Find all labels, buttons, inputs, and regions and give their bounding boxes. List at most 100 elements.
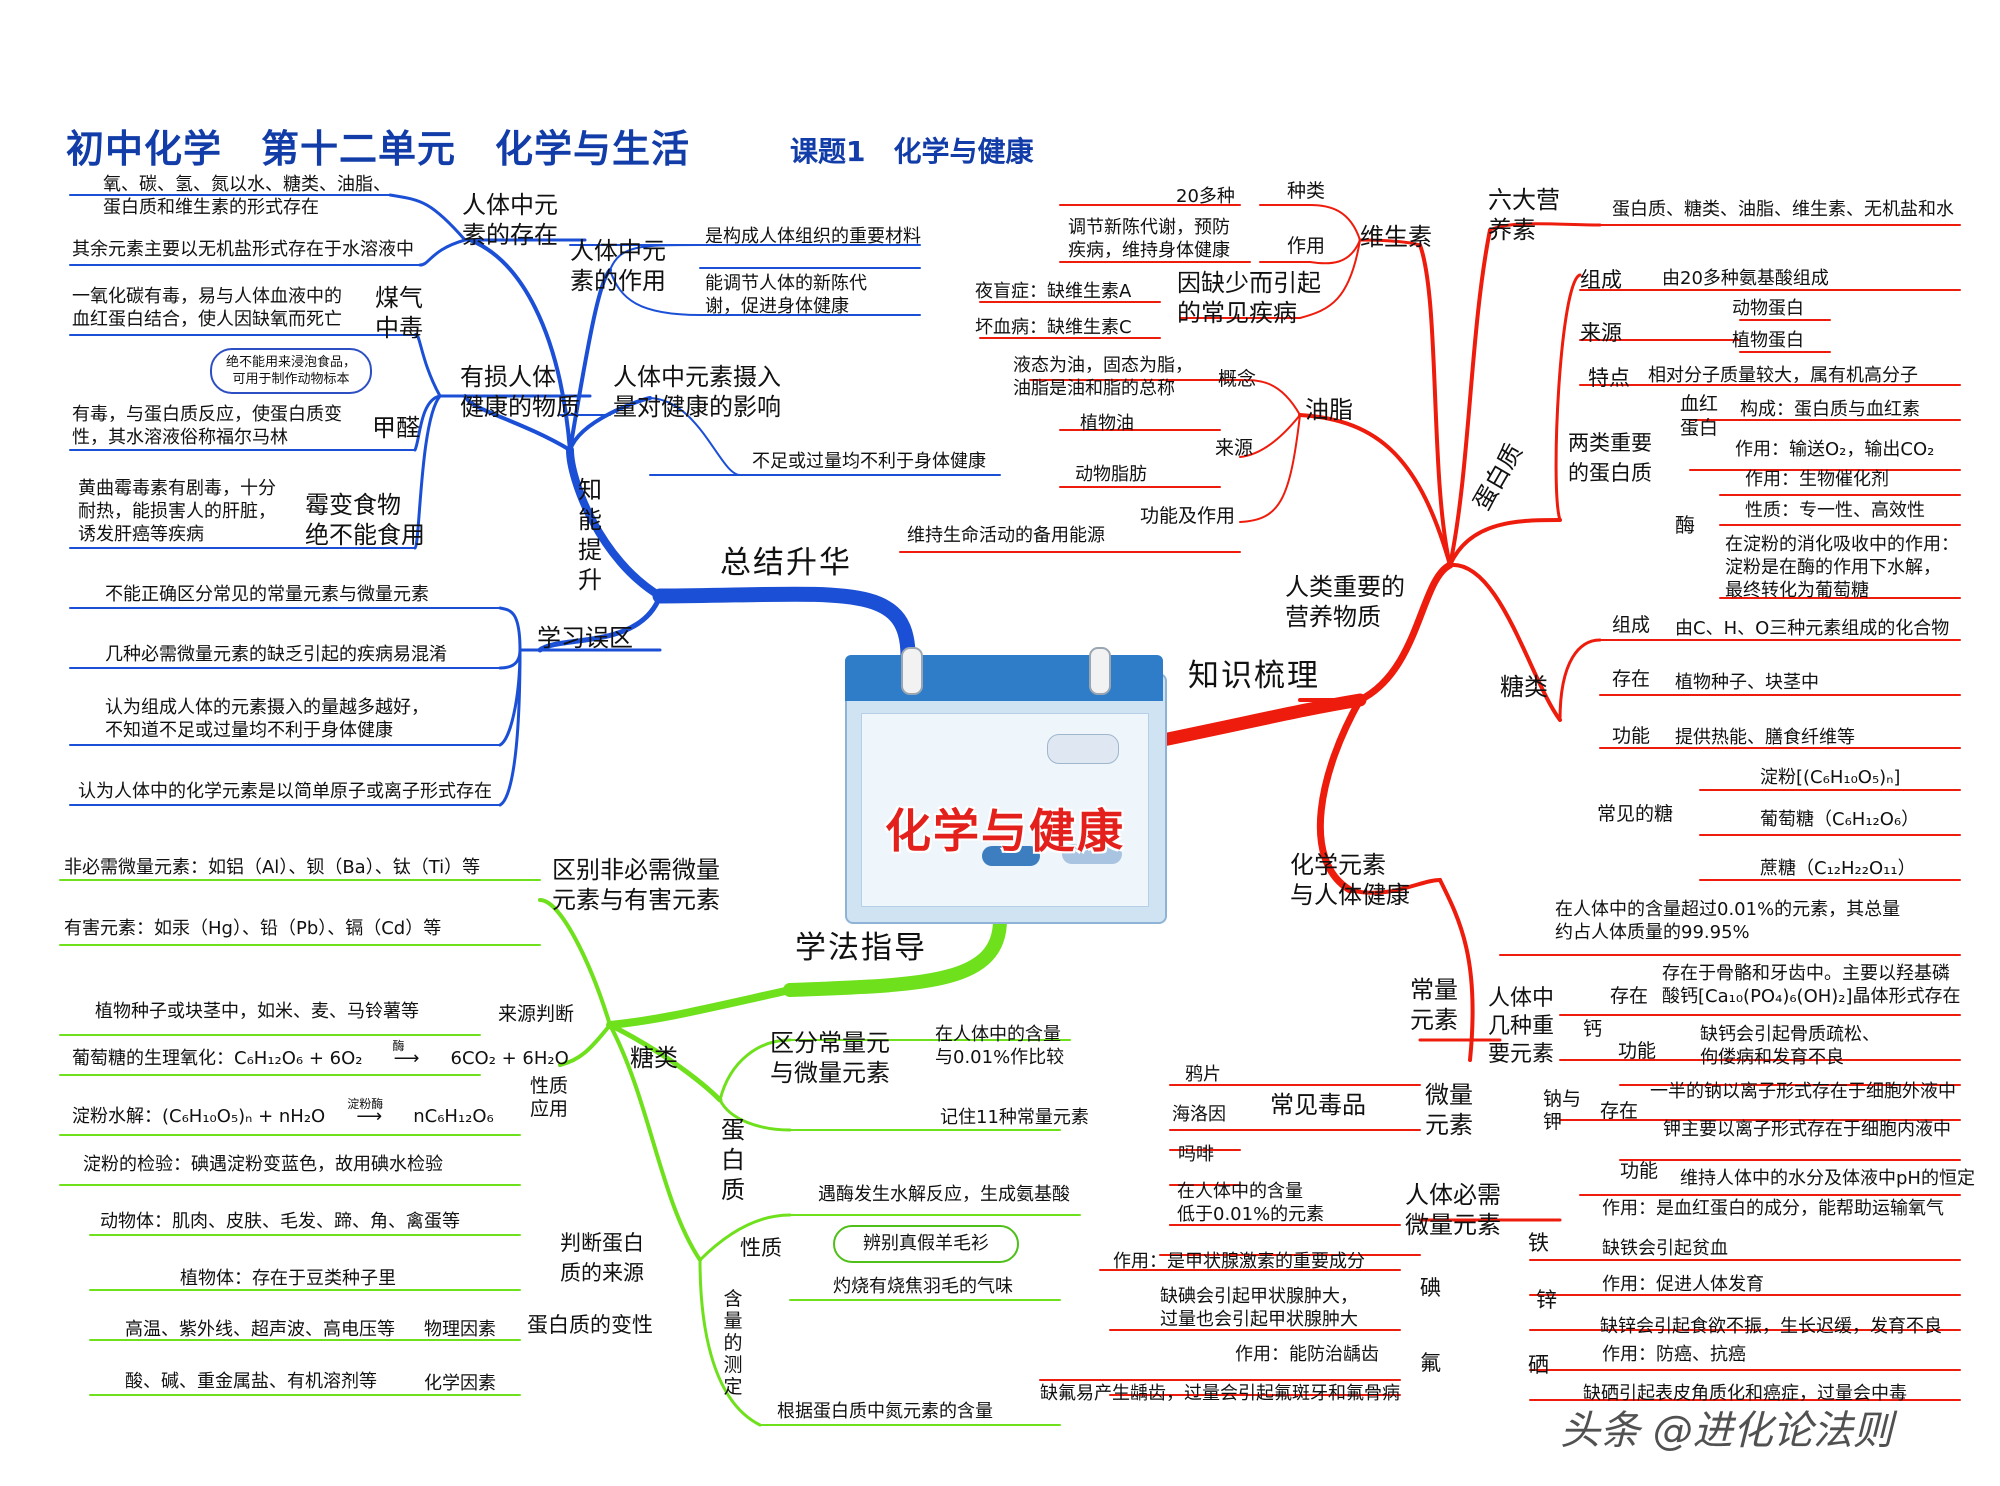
red-weiliang-label: 微量 元素 [1425, 1081, 1473, 1139]
red-main-label: 知识梳理 [1188, 658, 1320, 694]
red-tie-item: 作用：是血红蛋白的成分，能帮助运输氧气 [1602, 1198, 1944, 1219]
red-dbz-zucheng-item: 由20多种氨基酸组成 [1662, 268, 1829, 289]
red-xin-label: 锌 [1536, 1288, 1557, 1312]
eq2-right: nC₆H₁₂O₆ [413, 1106, 494, 1127]
red-liuda-label: 六大营 养素 [1488, 186, 1560, 244]
eq1-left: 葡萄糖的生理氧化：C₆H₁₂O₆ + 6O₂ [72, 1048, 363, 1069]
green-panduan-item: 动物体：肌肉、皮肤、毛发、蹄、角、禽蛋等 [100, 1211, 460, 1232]
red-weishengsu-label: 维生素 [1360, 223, 1432, 251]
pill-icon [1047, 734, 1119, 764]
blue-wuqu-item: 认为组成人体的元素摄入的量越多越好， 不知道不足或过量均不利于身体健康 [105, 697, 429, 741]
red-xi-item: 作用：防癌、抗癌 [1602, 1344, 1746, 1365]
red-zhonglei-item: 20多种 [1176, 186, 1235, 207]
red-changliang-desc: 在人体中的含量超过0.01%的元素，其总量 约占人体质量的99.95% [1555, 899, 1901, 943]
red-xuehong-item: 作用：输送O₂，输出CO₂ [1735, 439, 1935, 460]
red-mei-label: 酶 [1675, 513, 1695, 537]
red-dbz-laiyuan-item: 植物蛋白 [1732, 330, 1804, 351]
red-najia-cunzai-label: 存在 [1600, 1100, 1639, 1122]
blue-zuoyong-label: 人体中元 素的作用 [570, 237, 666, 295]
blue-cunzai-item: 其余元素主要以无机盐形式存在于水溶液中 [72, 239, 414, 260]
red-duping-item: 鸦片 [1185, 1064, 1221, 1085]
calendar-header [845, 655, 1163, 701]
red-xuehong-label: 血红 蛋白 [1680, 393, 1719, 439]
red-najia-item: 钾主要以离子形式存在于细胞内液中 [1663, 1119, 1951, 1140]
red-dian-item: 作用：是甲状腺激素的重要成分 [1113, 1251, 1365, 1272]
red-gai-label: 钙 [1583, 1018, 1603, 1040]
red-zhonglei-label: 种类 [1287, 180, 1326, 202]
red-laiyuan-item: 植物油 [1080, 413, 1134, 434]
eq1-right: 6CO₂ + 6H₂O [450, 1048, 569, 1069]
red-tl-zucheng-label: 组成 [1612, 614, 1651, 636]
red-xi-label: 硒 [1528, 1353, 1549, 1377]
eq2-left: 淀粉水解：(C₆H₁₀O₅)ₙ + nH₂O [72, 1106, 326, 1127]
blue-jiaquan-text: 有毒，与蛋白质反应，使蛋白质变 性，其水溶液俗称福尔马林 [72, 404, 342, 448]
red-mei-item: 性质：专一性、高效性 [1745, 500, 1925, 521]
red-gai-cunzai-label: 存在 [1610, 985, 1649, 1007]
green-bianxing-label: 蛋白质的变性 [527, 1313, 653, 1337]
watermark: 头条 @进化论法则 [1560, 1408, 1893, 1454]
green-danbaizhi-label: 蛋 白 质 [721, 1116, 745, 1204]
green-xingzhi2-label: 性质 [740, 1236, 782, 1260]
blue-meibian-label: 霉变食物 绝不能食用 [305, 491, 425, 549]
eq1-arrow: 酶⟶ [363, 1039, 451, 1070]
green-xz-item: 遇酶发生水解反应，生成氨基酸 [818, 1184, 1070, 1205]
red-jibing-item: 坏血病：缺维生素C [975, 317, 1132, 338]
red-huaxue-label: 化学元素 与人体健康 [1290, 851, 1410, 909]
blue-cunzai-label: 人体中元 素的存在 [462, 191, 558, 249]
green-branches [59, 879, 1081, 1427]
red-dbz-laiyuan-item: 动物蛋白 [1732, 298, 1804, 319]
calendar-ring-icon [901, 647, 923, 695]
red-gai-cunzai-item: 存在于骨骼和牙齿中。主要以羟基磷 酸钙[Ca₁₀(PO₄)₆(OH)₂]晶体形式… [1662, 963, 1961, 1007]
green-jianyan-item: 淀粉的检验：碘遇淀粉变蓝色，故用碘水检验 [83, 1154, 443, 1175]
red-duping-item: 海洛因 [1172, 1104, 1226, 1125]
red-changliang-label: 常量 元素 [1410, 976, 1458, 1034]
red-najia-label: 钠与 钾 [1543, 1088, 1582, 1133]
page-title: 初中化学 第十二单元 化学与生活 [66, 127, 691, 171]
blue-youhai-label: 有损人体 健康的物质 [460, 363, 580, 421]
red-gongneng-item: 维持生命活动的备用能源 [907, 525, 1105, 546]
green-changweiliang-label: 区分常量元 与微量元素 [770, 1029, 890, 1087]
page-subtitle: 课题1 化学与健康 [790, 135, 1034, 168]
red-xin-item: 作用：促进人体发育 [1602, 1274, 1764, 1295]
red-gongneng-label: 功能及作用 [1140, 505, 1236, 527]
red-xin-item: 缺锌会引起食欲不振，生长迟缓，发育不良 [1600, 1316, 1942, 1337]
red-gainian-item: 液态为油，固态为脂， 油脂是油和脂的总称 [1013, 355, 1193, 399]
red-dian-label: 碘 [1420, 1276, 1441, 1300]
green-tanglei-label: 糖类 [630, 1044, 678, 1072]
red-gai-gongneng-label: 功能 [1618, 1040, 1657, 1062]
red-changjian-label: 常见的糖 [1597, 803, 1674, 825]
red-xi-item: 缺硒引起表皮角质化和癌症，过量会中毒 [1583, 1383, 1907, 1404]
green-cw-item: 在人体中的含量 与0.01%作比较 [935, 1024, 1065, 1068]
red-duping-item: 吗啡 [1178, 1144, 1214, 1165]
red-fu-item: 缺氟易产生龋齿，过量会引起氟斑牙和氟骨病 [1040, 1383, 1400, 1404]
red-laiyuan-label: 来源 [1215, 437, 1254, 459]
blue-zuoyong-item: 能调节人体的新陈代 谢，促进身体健康 [705, 273, 867, 317]
red-wss-zuoyong-label: 作用 [1287, 235, 1326, 257]
green-qubie-item: 有害元素：如汞（Hg）、铅（Pb）、镉（Cd）等 [64, 918, 442, 939]
red-tl-cunzai-label: 存在 [1612, 668, 1651, 690]
green-note-bubble: 辨别真假羊毛衫 [833, 1225, 1019, 1263]
green-xz-item: 灼烧有烧焦羽毛的气味 [833, 1276, 1013, 1297]
green-panduan-item: 植物体：存在于豆类种子里 [180, 1268, 396, 1289]
red-bixu-desc: 在人体中的含量 低于0.01%的元素 [1177, 1181, 1325, 1225]
blue-zuoyong-item: 是构成人体组织的重要材料 [705, 226, 921, 247]
pill-icon [1062, 844, 1122, 864]
center-calendar: 化学与健康 [845, 647, 1167, 924]
blue-wuqu-item: 几种必需微量元素的缺乏引起的疾病易混淆 [105, 644, 447, 665]
red-dbz-zucheng-label: 组成 [1580, 268, 1622, 292]
blue-cunzai-item: 氧、碳、氢、氮以水、糖类、油脂、 蛋白质和维生素的形式存在 [103, 174, 391, 218]
green-qubie-item: 非必需微量元素：如铝（Al）、钡（Ba）、钛（Ti）等 [64, 857, 481, 878]
blue-note-bubble: 绝不能用来浸泡食品， 可用于制作动物标本 [210, 348, 373, 394]
red-jizhong-label: 人体中 几种重 要元素 [1488, 986, 1555, 1067]
red-dbz-laiyuan-label: 来源 [1580, 321, 1622, 345]
red-mei-item: 作用：生物催化剂 [1745, 469, 1889, 490]
red-tl-zucheng-item: 由C、H、O三种元素组成的化合物 [1675, 618, 1950, 639]
red-tanglei-label: 糖类 [1500, 673, 1548, 701]
red-tl-gongneng-label: 功能 [1612, 725, 1651, 747]
green-hanliang-label: 含 量 的 测 定 [723, 1288, 743, 1398]
red-mei-item: 在淀粉的消化吸收中的作用： 淀粉是在酶的作用下水解， 最终转化为葡萄糖 [1725, 534, 1959, 601]
red-jibing-label: 因缺少而引起 的常见疾病 [1177, 269, 1321, 327]
green-laiyuan-label: 来源判断 [498, 1003, 575, 1025]
